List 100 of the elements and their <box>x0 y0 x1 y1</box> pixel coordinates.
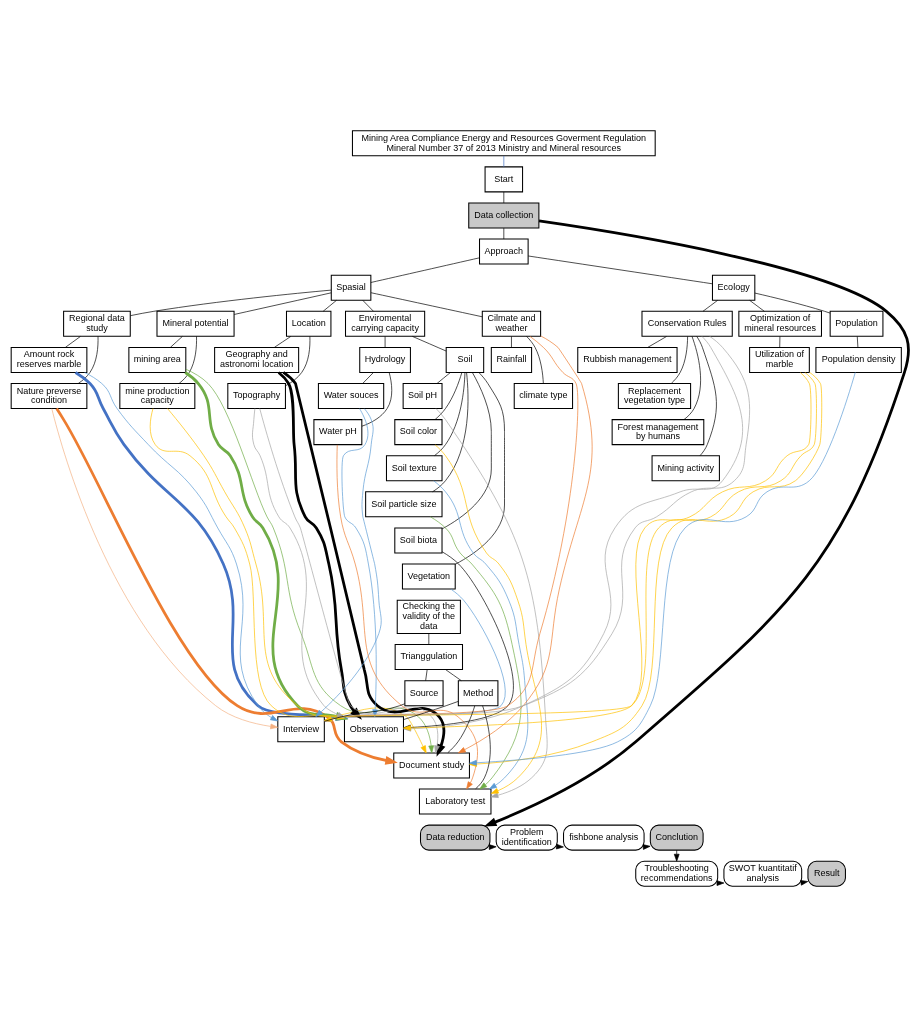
node-box: Topography <box>227 383 286 410</box>
node-box: Spasial <box>330 274 372 301</box>
arrow <box>403 336 743 732</box>
node-box: Rubbish management <box>577 346 678 373</box>
arrow <box>282 371 446 757</box>
connector <box>475 705 491 790</box>
connector <box>233 292 332 315</box>
node-box: Amount rock reserves marble <box>10 346 88 373</box>
arrow <box>185 368 434 754</box>
arrow <box>430 516 522 790</box>
node-box: mine production capacity <box>119 383 196 410</box>
node-box: Interview <box>277 716 325 743</box>
connector <box>428 633 430 645</box>
node-box: Water pH <box>313 419 363 446</box>
connector <box>503 191 505 204</box>
node-box: Mining Area Compliance Energy and Resources Goverment Regulation Mineral Number 37 of 2013 Ministry and Mineral resources <box>351 130 656 157</box>
connector <box>702 300 718 312</box>
connector <box>370 257 480 283</box>
connector <box>322 300 337 312</box>
node-box: Regional data study <box>63 310 131 337</box>
connector <box>384 336 386 348</box>
node-box: Soil pH <box>402 383 443 410</box>
connector <box>856 336 859 348</box>
arrow <box>435 408 548 798</box>
node-box: Hydrology <box>359 346 411 373</box>
connector <box>511 336 512 348</box>
arrow <box>167 408 427 754</box>
node-box: Forest management by humans <box>611 419 705 446</box>
node-box: Vegetation <box>401 563 456 590</box>
connector <box>370 292 483 318</box>
connector <box>285 336 311 387</box>
connector <box>403 701 459 720</box>
node-box: Result <box>807 860 846 887</box>
node-box: Conservation Rules <box>641 310 733 337</box>
arrow <box>403 372 812 731</box>
arrow <box>55 407 398 765</box>
connector <box>274 336 292 348</box>
connector <box>361 372 393 427</box>
node-box: Source <box>404 680 444 707</box>
arrow <box>434 444 542 794</box>
arrow <box>458 335 593 754</box>
arrow <box>433 480 529 790</box>
connector <box>432 372 469 493</box>
connector <box>434 372 466 456</box>
node-box: Soil particle size <box>365 491 443 518</box>
connector <box>412 336 447 352</box>
connector <box>436 372 451 384</box>
node-box: Replacement vegetation type <box>617 383 692 410</box>
node-box: Conclution <box>649 824 704 851</box>
connector <box>425 669 428 681</box>
node-box: Cilmate and weather <box>481 310 542 337</box>
node-box: Mineral potential <box>156 310 235 337</box>
node-box: Nature preverse condition <box>10 383 88 410</box>
node-box: Rainfall <box>490 346 533 373</box>
node-box: Optimization of mineral resources <box>738 310 822 337</box>
connector <box>503 155 505 168</box>
connector <box>434 372 463 420</box>
connector <box>696 336 717 457</box>
connector <box>77 336 99 384</box>
connector <box>362 300 374 312</box>
connector <box>754 292 831 314</box>
arrow <box>51 408 278 730</box>
node-box: Ecology <box>711 274 756 301</box>
node-box: Method <box>457 680 499 707</box>
node-box: Soil <box>445 346 485 373</box>
connector <box>779 336 781 348</box>
node-box: Laboratory test <box>418 788 492 815</box>
node-box: Document study <box>393 752 470 779</box>
arrow <box>673 849 680 862</box>
connector <box>503 227 505 240</box>
connector <box>362 372 374 384</box>
connector <box>670 336 688 384</box>
arrow <box>484 219 910 827</box>
connector <box>178 336 197 384</box>
node-box: Start <box>484 166 524 193</box>
node-box: Population density <box>815 346 902 373</box>
arrow <box>315 408 382 717</box>
connector <box>170 336 183 348</box>
node-box: Data collection <box>468 202 540 229</box>
arrow <box>84 372 278 722</box>
node-box: Soil color <box>394 419 443 446</box>
node-box: Approach <box>479 238 529 265</box>
node-box: Location <box>285 310 332 337</box>
node-box: Geography and astronomi location <box>214 346 300 373</box>
connector <box>454 372 505 565</box>
connector <box>683 336 701 420</box>
node-box: Trianggulation <box>394 644 463 671</box>
connector <box>445 669 462 681</box>
node-box: Water souces <box>317 383 385 410</box>
arrow <box>403 551 514 731</box>
node-box: Mining activity <box>651 455 720 482</box>
connector <box>749 300 765 312</box>
connector <box>526 336 544 384</box>
node-box: Utilization of marble <box>749 346 810 373</box>
connector <box>130 289 332 316</box>
connector <box>447 705 476 754</box>
node-box: Enviromental carrying capacity <box>345 310 426 337</box>
node-box: Observation <box>343 716 404 743</box>
connector <box>647 336 667 348</box>
connector <box>441 372 492 530</box>
